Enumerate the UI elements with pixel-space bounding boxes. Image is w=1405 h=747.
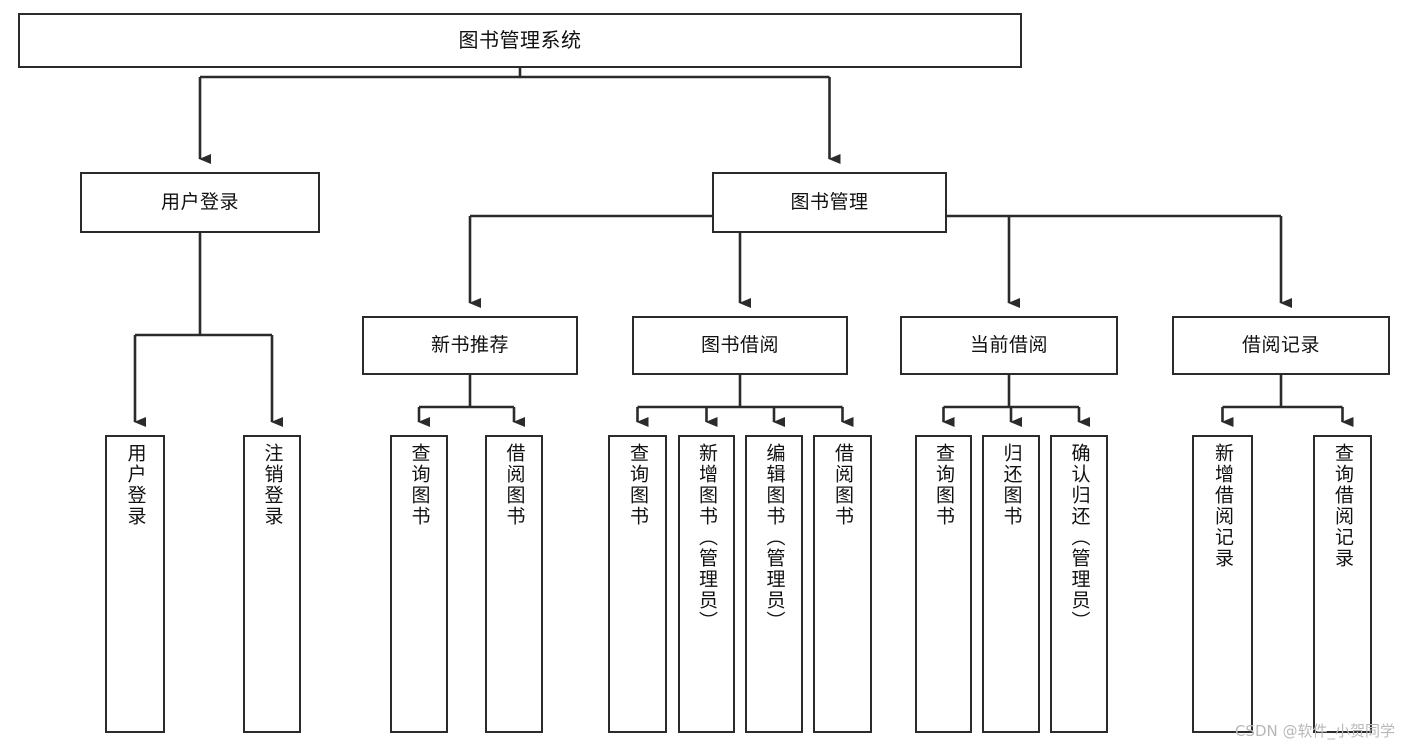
node-label-leaf-edit-book: 编辑图书（管理员） bbox=[763, 443, 786, 632]
node-label-current-borrow: 当前借阅 bbox=[969, 333, 1048, 356]
node-book-manage[interactable]: 图书管理 bbox=[712, 172, 947, 233]
node-label-book-borrow: 图书借阅 bbox=[700, 333, 779, 356]
node-current-borrow[interactable]: 当前借阅 bbox=[900, 316, 1118, 375]
node-label-leaf-return-book: 归还图书 bbox=[1000, 443, 1023, 527]
node-label-leaf-logout: 注销登录 bbox=[261, 443, 284, 527]
node-new-book-rec[interactable]: 新书推荐 bbox=[362, 316, 578, 375]
node-root[interactable]: 图书管理系统 bbox=[18, 13, 1022, 68]
node-label-leaf-query-book-3: 查询图书 bbox=[933, 443, 955, 527]
node-label-leaf-query-book-2: 查询图书 bbox=[627, 443, 649, 527]
node-leaf-query-book-2[interactable]: 查询图书 bbox=[608, 435, 667, 733]
node-user-login[interactable]: 用户登录 bbox=[80, 172, 320, 233]
node-label-leaf-user-login: 用户登录 bbox=[124, 443, 147, 527]
node-label-borrow-record: 借阅记录 bbox=[1241, 333, 1320, 356]
node-leaf-user-login[interactable]: 用户登录 bbox=[105, 435, 165, 733]
node-leaf-add-book[interactable]: 新增图书（管理员） bbox=[678, 435, 735, 733]
node-label-new-book-rec: 新书推荐 bbox=[430, 333, 509, 356]
node-leaf-query-record[interactable]: 查询借阅记录 bbox=[1313, 435, 1372, 733]
node-leaf-logout[interactable]: 注销登录 bbox=[243, 435, 301, 733]
node-label-leaf-borrow-book-2: 借阅图书 bbox=[832, 443, 854, 527]
watermark-text: CSDN @软件_小贺同学 bbox=[1234, 722, 1395, 740]
node-label-leaf-add-record: 新增借阅记录 bbox=[1212, 443, 1234, 569]
node-label-leaf-borrow-book-1: 借阅图书 bbox=[503, 443, 526, 527]
node-borrow-record[interactable]: 借阅记录 bbox=[1172, 316, 1390, 375]
node-leaf-borrow-book-1[interactable]: 借阅图书 bbox=[485, 435, 543, 733]
node-label-leaf-query-book-1: 查询图书 bbox=[408, 443, 431, 527]
node-leaf-query-book-3[interactable]: 查询图书 bbox=[915, 435, 972, 733]
node-leaf-edit-book[interactable]: 编辑图书（管理员） bbox=[745, 435, 803, 733]
node-label-book-manage: 图书管理 bbox=[790, 190, 869, 213]
node-label-leaf-query-record: 查询借阅记录 bbox=[1332, 443, 1354, 569]
node-leaf-query-book-1[interactable]: 查询图书 bbox=[390, 435, 448, 733]
node-leaf-return-book[interactable]: 归还图书 bbox=[982, 435, 1040, 733]
node-label-leaf-add-book: 新增图书（管理员） bbox=[696, 443, 718, 632]
node-label-user-login: 用户登录 bbox=[160, 190, 239, 213]
node-leaf-confirm-return[interactable]: 确认归还（管理员） bbox=[1050, 435, 1108, 733]
node-label-leaf-confirm-return: 确认归还（管理员） bbox=[1068, 443, 1091, 632]
node-book-borrow[interactable]: 图书借阅 bbox=[632, 316, 848, 375]
node-leaf-add-record[interactable]: 新增借阅记录 bbox=[1192, 435, 1253, 733]
node-leaf-borrow-book-2[interactable]: 借阅图书 bbox=[813, 435, 872, 733]
node-label-root: 图书管理系统 bbox=[458, 28, 582, 52]
